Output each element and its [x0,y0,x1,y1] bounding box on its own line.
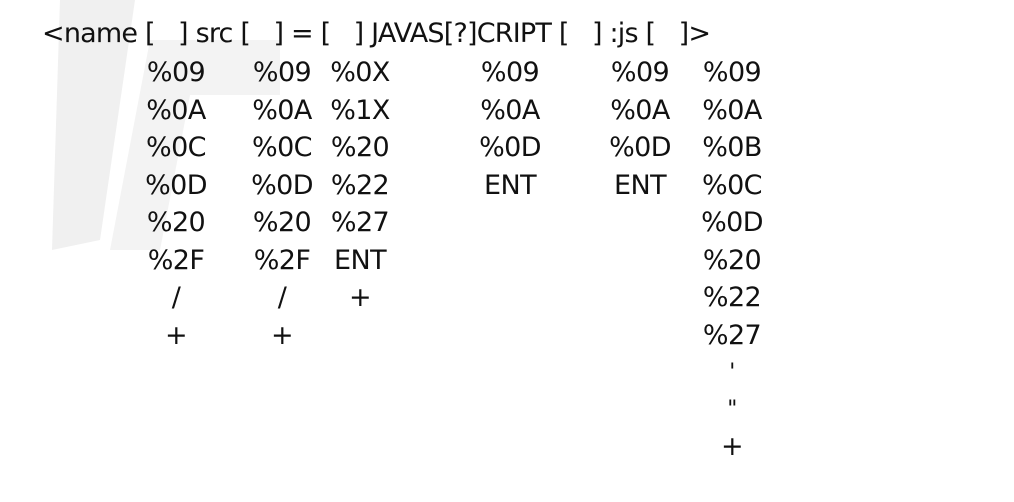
table-cell: %2F [253,244,311,276]
table-cell: %0C [702,169,762,201]
table-cell: %0A [702,94,762,126]
table-cell: %0D [479,132,541,163]
table-cell: + [720,431,744,462]
table-cell: %27 [330,207,390,238]
table-cell: ENT [484,169,537,201]
table-cell: %0C [252,132,312,163]
table-cell: %0D [701,207,763,238]
table-cell: " [727,397,737,422]
table-cell: ENT [334,244,387,276]
column-js-separators: %09 %0A %0B %0C %0D %20 %22 %27 ' " + [694,54,770,465]
table-cell: %09 [252,57,312,88]
table-cell: %09 [610,57,670,88]
column-src-separators: %09 %0A %0C %0D %20 %2F / + [244,54,320,354]
table-cell: %0A [252,94,312,126]
table-cell: %09 [702,57,762,88]
column-name-separators: %09 %0A %0C %0D %20 %2F / + [140,54,212,354]
table-cell: %0D [251,169,313,201]
table-cell: ENT [614,169,667,201]
table-cell: %22 [330,169,390,201]
table-cell: %20 [146,207,206,238]
column-equals-separators: %0X %1X %20 %22 %27 ENT + [325,54,395,317]
table-cell: %0B [702,132,762,163]
payload-header: <name [ ] src [ ] = [ ] JAVAS[?]CRIPT [ … [42,18,711,49]
table-cell: %0X [330,57,390,88]
table-cell: %1X [330,94,390,126]
table-cell: ' [729,360,735,385]
table-cell: %0C [146,132,206,163]
table-cell: %09 [146,57,206,88]
table-cell: %27 [702,319,762,351]
table-cell: %09 [480,57,540,88]
table-cell: %0A [146,94,206,126]
table-cell: %0A [610,94,670,126]
table-cell: %0D [609,132,671,163]
table-cell: %2F [147,244,205,276]
table-cell: + [270,319,294,351]
table-cell: / [171,282,181,313]
table-cell: + [348,282,372,313]
table-cell: / [277,282,287,313]
column-javascript-separators: %09 %0A %0D ENT [470,54,550,204]
table-cell: + [164,319,188,351]
watermark-logo [52,0,280,250]
table-cell: %20 [252,207,312,238]
column-colon-separators: %09 %0A %0D ENT [600,54,680,204]
table-cell: %20 [330,132,390,163]
table-cell: %0A [480,94,540,126]
table-cell: %0D [145,169,207,201]
table-cell: %20 [702,244,762,276]
table-cell: %22 [702,282,762,313]
